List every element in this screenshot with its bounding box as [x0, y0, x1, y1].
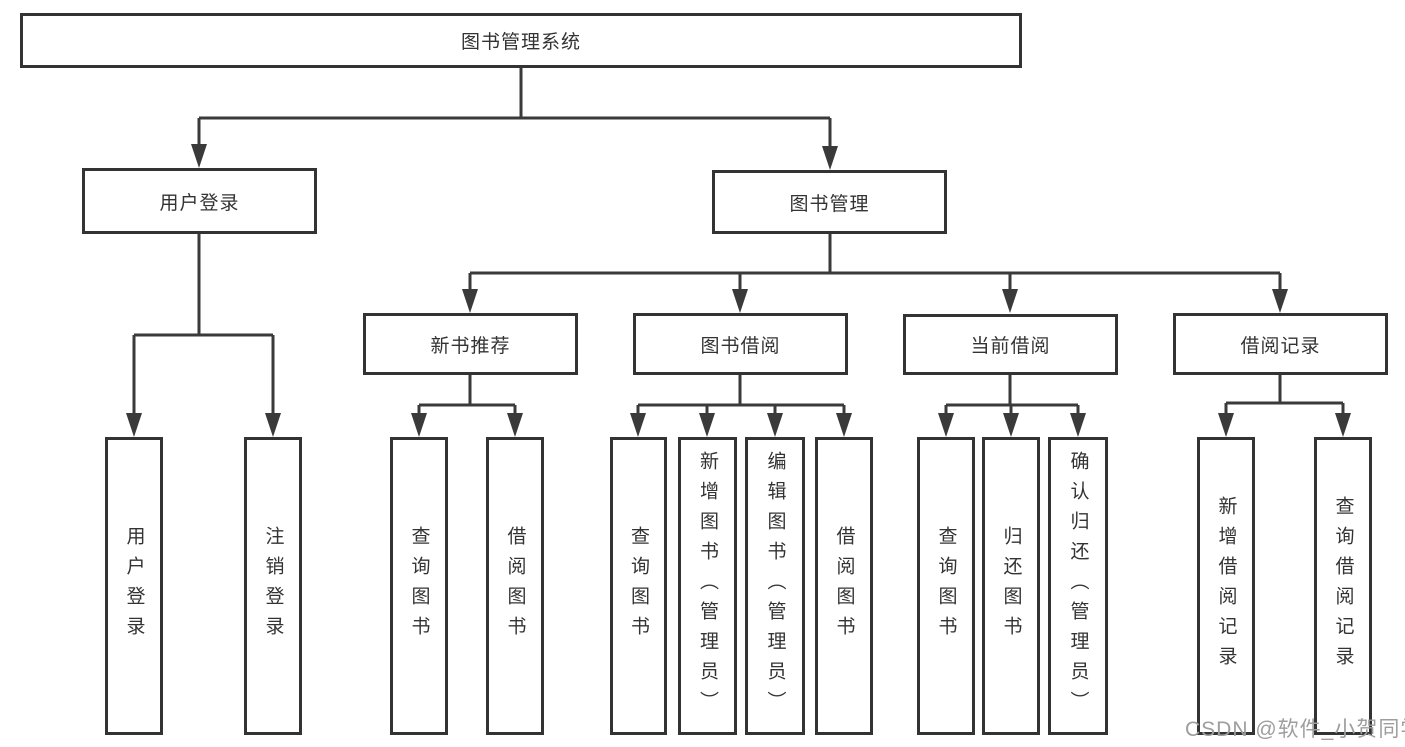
node-current-borrow: 当前借阅 — [903, 314, 1118, 375]
leaf-borrow-edit-books-admin-label: 编辑图书（管理员） — [764, 451, 786, 721]
node-root: 图书管理系统 — [20, 13, 1022, 68]
leaf-borrow-borrow-books-label: 借阅图书 — [833, 526, 855, 646]
leaf-recommend-borrow-books: 借阅图书 — [486, 437, 544, 735]
node-new-book-recommend: 新书推荐 — [363, 313, 578, 375]
node-user-login: 用户登录 — [82, 168, 317, 234]
leaf-borrow-query-books-label: 查询图书 — [628, 526, 649, 646]
node-book-management: 图书管理 — [712, 170, 947, 234]
watermark: CSDN @软件_小贺同学 — [1185, 718, 1405, 741]
leaf-current-return-books: 归还图书 — [982, 437, 1040, 735]
leaf-logout-label: 注销登录 — [262, 526, 284, 646]
leaf-records-query-record: 查询借阅记录 — [1314, 437, 1372, 735]
leaf-current-return-books-label: 归还图书 — [1000, 526, 1022, 646]
leaf-recommend-borrow-books-label: 借阅图书 — [504, 526, 526, 646]
leaf-recommend-query-books: 查询图书 — [390, 437, 448, 735]
leaf-borrow-add-books-admin: 新增图书（管理员） — [678, 437, 737, 735]
leaf-current-confirm-return-admin: 确认归还（管理员） — [1048, 437, 1108, 735]
leaf-borrow-borrow-books: 借阅图书 — [815, 437, 873, 735]
leaf-current-query-books-label: 查询图书 — [935, 526, 957, 646]
leaf-records-add-record: 新增借阅记录 — [1197, 437, 1255, 735]
leaf-current-confirm-return-admin-label: 确认归还（管理员） — [1067, 451, 1089, 721]
leaf-records-query-record-label: 查询借阅记录 — [1332, 496, 1354, 676]
leaf-current-query-books: 查询图书 — [917, 437, 975, 735]
leaf-records-add-record-label: 新增借阅记录 — [1215, 496, 1237, 676]
node-book-borrow: 图书借阅 — [633, 313, 848, 375]
leaf-recommend-query-books-label: 查询图书 — [408, 526, 430, 646]
leaf-borrow-edit-books-admin: 编辑图书（管理员） — [745, 437, 805, 735]
leaf-borrow-query-books: 查询图书 — [610, 437, 667, 735]
leaf-user-login: 用户登录 — [105, 437, 163, 735]
leaf-logout: 注销登录 — [244, 437, 302, 735]
leaf-user-login-label: 用户登录 — [123, 526, 145, 646]
leaf-borrow-add-books-admin-label: 新增图书（管理员） — [697, 451, 718, 721]
node-borrow-records: 借阅记录 — [1173, 313, 1388, 375]
